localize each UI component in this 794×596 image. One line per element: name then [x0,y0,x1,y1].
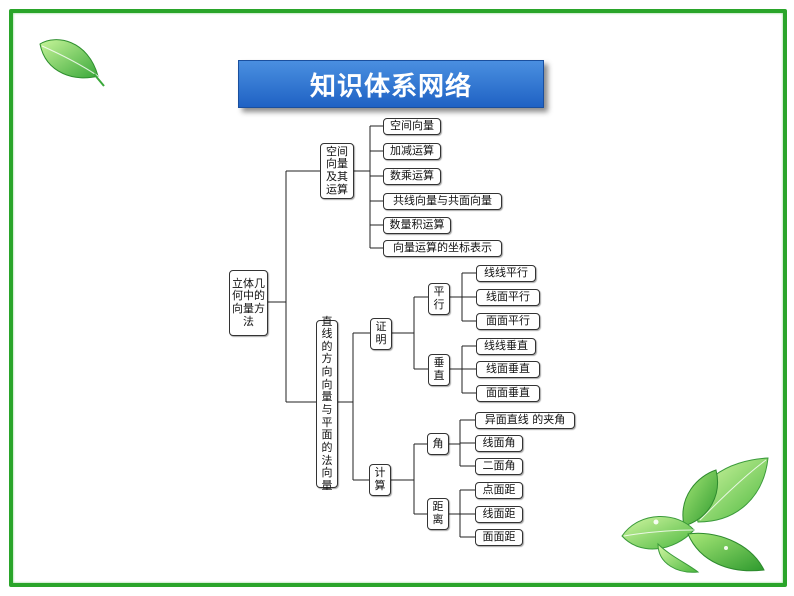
node-distance: 距离 [427,498,449,530]
leaf-par-2: 面面平行 [476,313,540,330]
leaves-cluster-icon [621,457,769,573]
leaf-label: 加减运算 [390,144,434,158]
page-title: 知识体系网络 [309,71,472,102]
node-parallel: 平行 [428,283,450,315]
leaf-perp-2: 面面垂直 [476,385,540,402]
leaf-label: 线线垂直 [484,339,528,353]
node-root: 立体几何中的向量方法 [229,270,268,336]
leaf-b1-3: 共线向量与共面向量 [383,193,502,210]
node-distance-label: 距离 [432,500,444,526]
leaf-ang-2: 二面角 [475,458,523,475]
leaf-ang-0: 异面直线 的夹角 [475,412,575,429]
leaf-b1-5: 向量运算的坐标表示 [383,240,502,257]
leaf-b1-1: 加减运算 [383,143,441,160]
leaf-label: 线面距 [482,507,516,521]
node-angle-label: 角 [432,436,444,450]
node-branch1-label: 空间向量及其运算 [326,144,348,196]
node-calc-label: 计算 [374,466,386,492]
leaf-dist-1: 线面距 [475,506,523,523]
node-proof: 证明 [370,318,392,350]
leaf-label: 点面距 [482,483,516,497]
node-branch1: 空间向量及其运算 [320,143,354,199]
leaf-label: 线面角 [482,436,516,450]
leaf-b1-2: 数乘运算 [383,168,441,185]
title-banner: 知识体系网络 [238,60,544,108]
leaf-perp-1: 线面垂直 [476,361,540,378]
slide-frame [9,9,787,587]
leaf-label: 空间向量 [390,119,434,133]
leaf-label: 向量运算的坐标表示 [393,241,492,255]
leaf-dist-2: 面面距 [475,529,523,546]
leaf-label: 数量积运算 [389,218,445,232]
leaf-par-0: 线线平行 [476,265,536,282]
leaf-label: 线线平行 [484,266,528,280]
node-angle: 角 [427,433,449,455]
node-root-label: 立体几何中的向量方法 [232,276,265,328]
leaf-label: 线面垂直 [486,362,530,376]
node-parallel-label: 平行 [433,285,445,311]
leaf-perp-0: 线线垂直 [476,338,536,355]
node-calc: 计算 [369,464,391,496]
leaf-b1-4: 数量积运算 [383,217,451,234]
leaf-ang-1: 线面角 [475,435,523,452]
leaf-label: 共线向量与共面向量 [393,194,492,208]
node-branch2-label: 直线的方向向量与平面的法向量 [321,314,333,492]
leaf-label: 数乘运算 [390,169,434,183]
leaf-b1-0: 空间向量 [383,118,441,135]
leaf-label: 面面距 [482,530,516,544]
leaf-label: 异面直线 的夹角 [484,413,566,427]
node-branch2: 直线的方向向量与平面的法向量 [316,315,338,492]
leaf-label: 面面垂直 [486,386,530,400]
leaf-label: 二面角 [482,459,516,473]
leaf-dist-0: 点面距 [475,482,523,499]
node-perpendicular: 垂直 [428,354,450,386]
leaf-label: 线面平行 [486,290,530,304]
node-proof-label: 证明 [375,320,387,346]
leaf-icon [39,39,105,87]
leaf-label: 面面平行 [486,314,530,328]
node-perpendicular-label: 垂直 [433,356,445,382]
leaf-par-1: 线面平行 [476,289,540,306]
